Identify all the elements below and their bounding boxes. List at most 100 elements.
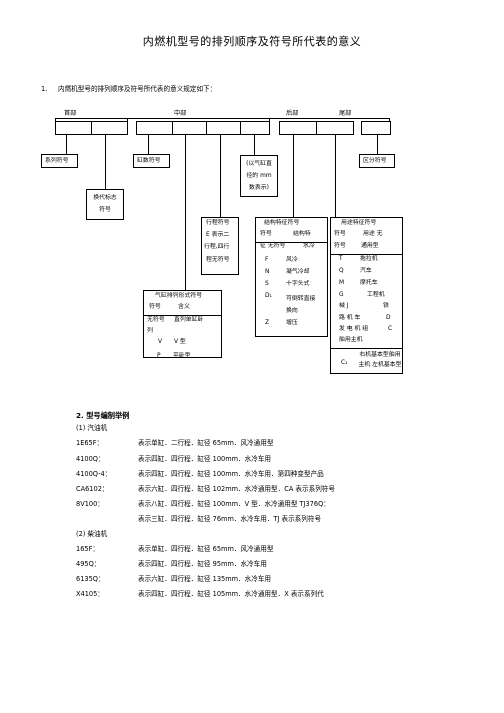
- structure-val: 增压: [286, 320, 298, 326]
- arrangement-sym: 列: [147, 328, 153, 334]
- example-code: 165F：: [76, 545, 99, 553]
- generation-mark-line-1: 换代标志: [93, 195, 117, 201]
- stroke-line-4: 程无符号: [206, 257, 230, 263]
- usage-sym: G: [339, 292, 344, 298]
- cylinder-count-box: 缸数符号: [133, 154, 170, 168]
- code-cell: [91, 121, 128, 135]
- structure-sym: S: [265, 281, 269, 287]
- connector: [148, 135, 149, 154]
- example-desc: 表示三缸．四行程．缸径 76mm．水冷车用．TJ 表示系列符号: [138, 515, 322, 523]
- connector: [335, 135, 336, 217]
- usage-col-purpose: 用途 无: [363, 231, 383, 237]
- generation-mark-line-2: 符号: [99, 207, 111, 213]
- series-symbol-box: 系列符号: [41, 154, 78, 168]
- bore-line-2: 径的 mm: [246, 173, 272, 179]
- usage-col-symbol: 符号: [334, 231, 346, 237]
- example-desc: 表示四缸．四行程．缸径 95mm．水冷车用: [138, 560, 267, 568]
- usage-val: 摩托车: [360, 280, 378, 286]
- arrangement-col-symbol: 符号: [149, 304, 161, 310]
- code-cell: [55, 121, 92, 135]
- page-title: 内燃机型号的排列顺序及符号所代表的意义: [142, 35, 362, 48]
- connector: [377, 135, 378, 154]
- example-code: 6135Q：: [76, 575, 105, 583]
- example-code: 1E65F：: [76, 439, 104, 447]
- intro-text: 内燃机型号的排列顺序及符号所代表的意义规定如下：: [58, 85, 217, 93]
- example-code: 4100Q：: [76, 455, 105, 463]
- header-tail: 后部: [286, 110, 299, 117]
- example-desc: 表示单缸．二行程．缸径 65mm．风冷通用型: [138, 439, 274, 447]
- usage-sym: 械 J: [339, 303, 349, 309]
- code-cell: [279, 121, 317, 135]
- example-desc: 表示八缸．四行程．缸径 100mm．V 型．水冷通用型 TJ376Q：: [138, 500, 330, 508]
- usage-val: C: [388, 326, 393, 332]
- intro-number: 1.: [41, 85, 48, 93]
- structure-val: 凝气冷却: [286, 269, 310, 275]
- stroke-line-1: 行程符号: [206, 220, 230, 226]
- usage-sym: T: [339, 256, 343, 262]
- structure-sym: D₁: [265, 293, 272, 299]
- structure-val: 可倒转直接换向: [286, 296, 316, 314]
- stroke-symbol-box: 行程符号 E 表示二 行程,四行 程无符号: [201, 217, 239, 275]
- usage-sym: 符号: [334, 243, 346, 249]
- bore-line-3: 数表示): [249, 185, 269, 191]
- example-code: X4105：: [76, 590, 104, 598]
- code-cell: [361, 121, 391, 135]
- usage-header: 用途特征符号: [341, 220, 377, 226]
- example-code: 4100Q-4：: [76, 470, 112, 478]
- arrangement-val: 平卧型: [173, 353, 191, 359]
- arrangement-val: V 型: [174, 339, 186, 345]
- usage-val: 工程机: [367, 292, 385, 298]
- structure-val: 水冷: [303, 243, 315, 249]
- usage-sym: M: [339, 280, 345, 286]
- bracket-tick: [269, 118, 270, 122]
- structure-col-feature: 结构特: [293, 231, 311, 237]
- row-divider: [331, 348, 402, 349]
- subsection-diesel: (2) 柴油机: [76, 530, 108, 538]
- usage-sym: 舶用主机: [339, 337, 363, 343]
- example-desc: 表示四缸．四行程．缸径 100mm．水冷车用: [138, 455, 272, 463]
- arrangement-col-meaning: 含义: [178, 304, 190, 310]
- usage-val: 铁: [383, 303, 389, 309]
- header-middle: 中部: [174, 110, 187, 117]
- usage-val: 拖拉机: [360, 256, 378, 262]
- row-divider: [331, 254, 402, 255]
- example-desc: 表示六缸．四行程．缸径 135mm．水冷车用: [138, 575, 272, 583]
- example-code: CA6102：: [76, 485, 109, 493]
- subsection-gasoline: (1) 汽油机: [76, 424, 108, 432]
- structure-sym: 征 无符号: [260, 243, 286, 249]
- usage-val: 通用型: [361, 243, 379, 249]
- usage-val: 右机基本型舶用主机 左机基本型: [358, 352, 402, 368]
- bore-box: (以气缸直 径的 mm 数表示): [240, 155, 278, 197]
- usage-val: 汽车: [360, 268, 372, 274]
- arrangement-sym: P: [157, 353, 161, 359]
- code-cell: [206, 121, 241, 135]
- arrangement-val: 直列单缸卧: [174, 317, 204, 323]
- row-divider: [256, 242, 327, 243]
- code-cell: [316, 121, 354, 135]
- structure-header: 结构特征符号: [264, 220, 300, 226]
- connector: [254, 135, 255, 155]
- generation-mark-box: 换代标志 符号: [86, 189, 124, 220]
- structure-sym: N: [265, 269, 270, 275]
- bore-line-1: (以气缸直: [246, 161, 272, 167]
- example-code: 8V100：: [76, 500, 104, 508]
- structure-val: 风冷: [286, 257, 298, 263]
- usage-sym: 路 机 车: [339, 315, 361, 321]
- code-cell: [240, 121, 270, 135]
- bracket-tick: [127, 118, 128, 122]
- bracket-line: [55, 118, 390, 119]
- example-desc: 表示四缸．四行程．缸径 100mm．水冷车用．第四种变型产品: [138, 470, 324, 478]
- structure-sym: Z: [265, 320, 270, 326]
- example-desc: 表示单缸．四行程．缸径 65mm．风冷通用型: [138, 545, 274, 553]
- usage-feature-table: 用途特征符号 符号 用途 无 符号 通用型 T 拖拉机 Q 汽车 M 摩托车 G…: [330, 217, 403, 374]
- header-end: 尾部: [339, 110, 352, 117]
- structure-feature-table: 结构特征符号 符号 结构特 征 无符号 水冷 F 风冷 N 凝气冷却 S 十字头…: [255, 217, 328, 337]
- code-cell: [172, 121, 207, 135]
- cylinder-arrangement-table: 气缸排列形式符号 符号 含义 无符号 直列单缸卧 列 V V 型: [143, 290, 222, 358]
- structure-val: 十字头式: [286, 281, 310, 287]
- cylinder-count-label: 缸数符号: [137, 158, 161, 164]
- region-symbol-box: 区分符号: [359, 154, 395, 168]
- row-divider: [144, 315, 221, 316]
- structure-sym: F: [265, 257, 269, 263]
- section-title: 2. 型号编制举例: [76, 411, 130, 420]
